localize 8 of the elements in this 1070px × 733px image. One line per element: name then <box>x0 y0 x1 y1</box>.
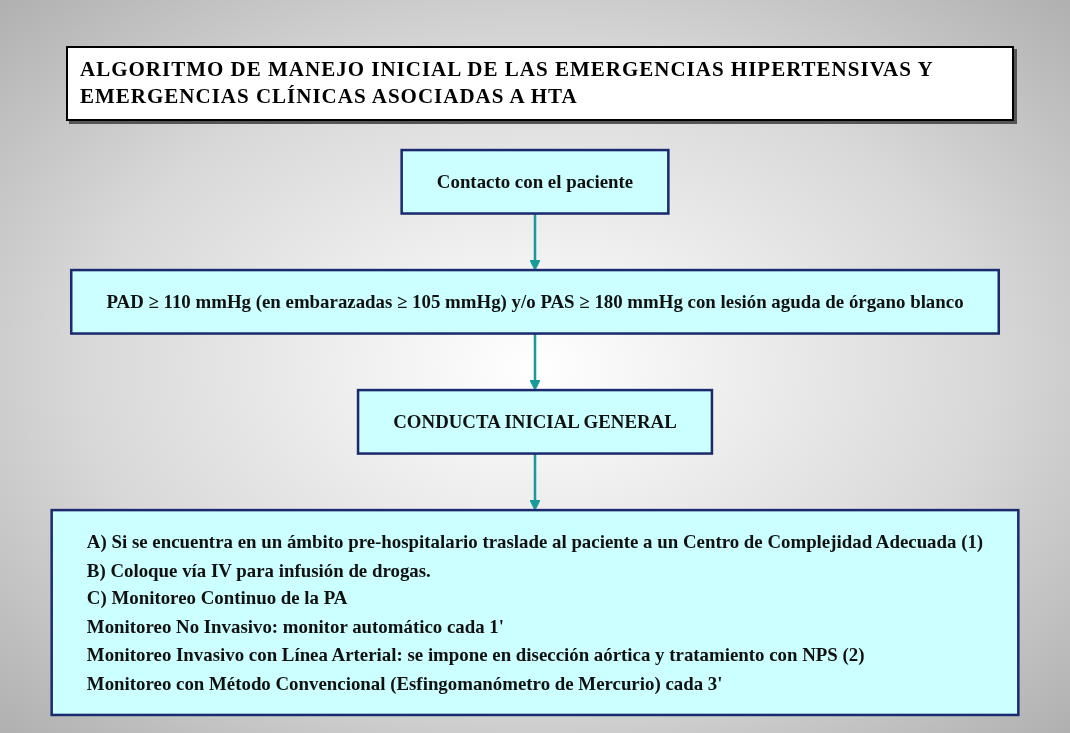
node-box: A) Si se encuentra en un ámbito pre-hospitalario traslade al paciente a un Centro de Complejidad Adecuada (1) B) Coloque vía IV para infusión de drogas. C) Monitoreo Continuo de la PA Monitoreo No Invasivo: monitor automático cada 1' Monitoreo Invasivo con Línea Arterial: se impone en disección aórtica y tratamiento con NPS (2) Monitoreo con Método Convencional (Esfingomanómetro de Mercurio) cada 3' <box>50 508 1020 717</box>
arrow <box>529 213 541 271</box>
arrow <box>529 453 541 511</box>
node-box: Contacto con el paciente <box>400 148 670 215</box>
node-box: PAD ≥ 110 mmHg (en embarazadas ≥ 105 mmHg) y/o PAS ≥ 180 mmHg con lesión aguda de órgano blanco <box>70 268 1000 335</box>
node-box: CONDUCTA INICIAL GENERAL <box>356 388 714 455</box>
arrow <box>529 333 541 391</box>
title: ALGORITMO DE MANEJO INICIAL DE LAS EMERGENCIAS HIPERTENSIVAS Y EMERGENCIAS CLÍNICAS ASOCIADAS A HTA <box>66 46 1014 121</box>
